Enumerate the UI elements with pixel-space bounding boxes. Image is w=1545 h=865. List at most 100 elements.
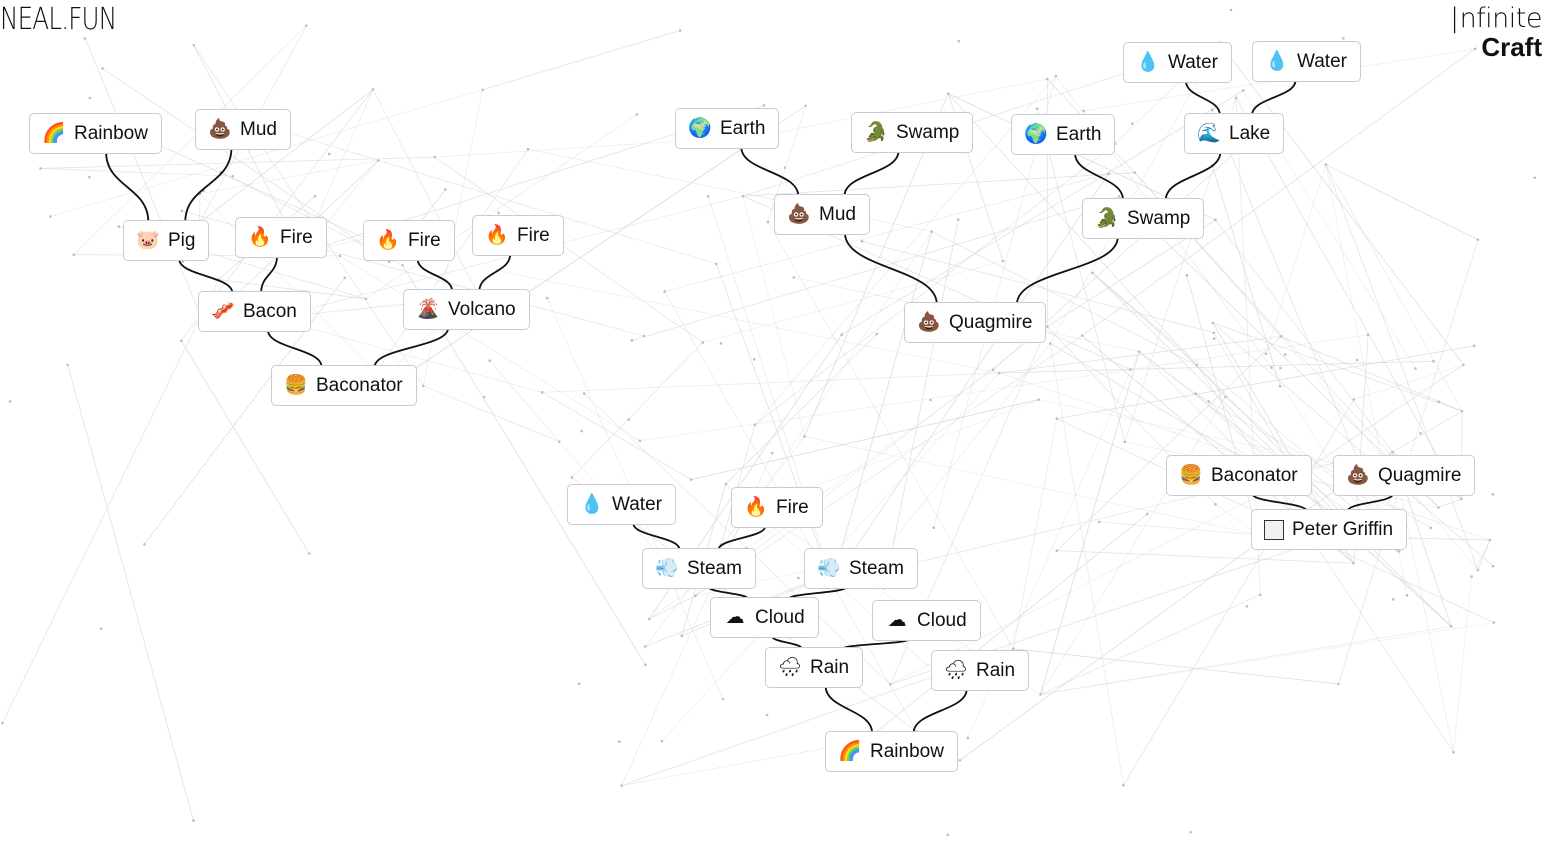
element-steam[interactable]: 💨 Steam xyxy=(804,548,918,589)
element-cloud[interactable]: ☁ Cloud xyxy=(872,600,981,641)
element-rainbow[interactable]: 🌈 Rainbow xyxy=(825,731,958,772)
web-line xyxy=(1296,364,1464,477)
web-node xyxy=(496,269,499,272)
web-node xyxy=(1279,335,1283,338)
element-rainbow[interactable]: 🌈 Rainbow xyxy=(29,113,162,154)
neal-fun-logo[interactable]: NEAL.FUN xyxy=(0,2,117,37)
web-line xyxy=(725,333,878,485)
element-pig[interactable]: 🐷 Pig xyxy=(123,220,210,261)
web-line xyxy=(715,263,833,583)
web-node xyxy=(860,240,864,243)
web-node xyxy=(1429,526,1433,530)
element-fire[interactable]: 🔥 Fire xyxy=(472,215,564,256)
web-node xyxy=(202,189,205,193)
web-line xyxy=(1215,219,1393,453)
element-lake[interactable]: 🌊 Lake xyxy=(1184,113,1285,154)
element-label: Water xyxy=(1297,50,1347,72)
web-line xyxy=(1471,539,1491,577)
web-line xyxy=(831,231,933,583)
web-node xyxy=(1337,682,1340,686)
element-cloud[interactable]: ☁ Cloud xyxy=(710,597,819,638)
element-label: Water xyxy=(612,493,662,515)
web-node xyxy=(526,147,530,151)
element-quagmire[interactable]: 💩 Quagmire xyxy=(1333,455,1476,496)
element-mud[interactable]: 💩 Mud xyxy=(195,109,291,150)
web-node xyxy=(1080,334,1084,337)
web-node xyxy=(1210,108,1214,112)
web-node xyxy=(545,296,549,300)
element-baconator[interactable]: 🍔 Baconator xyxy=(271,365,417,406)
element-rain[interactable]: 🌧 Rain xyxy=(931,650,1030,691)
web-node xyxy=(1185,273,1189,277)
web-node xyxy=(376,159,380,162)
infinite-craft-logo[interactable]: nfinite Craft xyxy=(1450,4,1543,61)
web-node xyxy=(1122,783,1125,787)
element-fire[interactable]: 🔥 Fire xyxy=(235,217,327,258)
element-fire[interactable]: 🔥 Fire xyxy=(363,220,455,261)
element-label: Water xyxy=(1168,51,1218,73)
element-rain[interactable]: 🌧 Rain xyxy=(765,647,864,688)
element-swamp[interactable]: 🐊 Swamp xyxy=(851,112,974,153)
web-node xyxy=(1035,107,1039,110)
element-earth[interactable]: 🌍 Earth xyxy=(1011,114,1116,155)
element-swamp[interactable]: 🐊 Swamp xyxy=(1082,198,1205,239)
web-node xyxy=(1098,520,1101,524)
web-line xyxy=(144,277,346,545)
web-node xyxy=(1001,259,1005,263)
rainbow-icon: 🌈 xyxy=(838,740,862,762)
web-line xyxy=(1392,451,1454,753)
web-node xyxy=(364,297,368,301)
web-node xyxy=(1283,353,1287,356)
web-line xyxy=(1325,164,1479,240)
element-steam[interactable]: 💨 Steam xyxy=(642,548,756,589)
web-line xyxy=(339,255,641,442)
web-node xyxy=(1195,363,1198,367)
element-label: Fire xyxy=(517,224,550,246)
element-label: Cloud xyxy=(917,609,967,631)
globe-icon: 🌍 xyxy=(1024,123,1048,145)
web-node xyxy=(797,576,800,580)
element-volcano[interactable]: 🌋 Volcano xyxy=(403,289,530,330)
web-node xyxy=(231,174,235,178)
web-line xyxy=(854,513,1148,750)
element-label: Quagmire xyxy=(949,311,1033,333)
web-node xyxy=(1414,367,1417,370)
web-node xyxy=(482,395,486,399)
web-node xyxy=(721,697,725,701)
element-water[interactable]: 💧 Water xyxy=(1123,42,1232,83)
web-line xyxy=(761,78,1048,137)
web-line xyxy=(434,156,704,343)
web-node xyxy=(753,423,757,427)
web-node xyxy=(630,339,634,342)
element-label: Steam xyxy=(687,557,742,579)
web-node xyxy=(958,758,962,762)
web-node xyxy=(217,278,221,281)
element-bacon[interactable]: 🥓 Bacon xyxy=(198,291,311,332)
web-line xyxy=(365,114,638,300)
web-node xyxy=(1054,74,1058,78)
element-quagmire[interactable]: 💩 Quagmire xyxy=(904,302,1047,343)
web-line xyxy=(1280,336,1463,412)
web-node xyxy=(1107,172,1110,176)
web-node xyxy=(570,476,574,479)
web-node xyxy=(642,334,646,338)
web-line xyxy=(1040,351,1140,695)
element-peter-griffin[interactable]: Peter Griffin xyxy=(1251,509,1408,550)
web-line xyxy=(1130,334,1369,370)
element-label: Rainbow xyxy=(870,740,944,762)
element-earth[interactable]: 🌍 Earth xyxy=(675,108,780,149)
cloud-icon: ☁ xyxy=(887,609,907,631)
element-water[interactable]: 💧 Water xyxy=(567,484,676,525)
web-node xyxy=(88,96,92,100)
web-node xyxy=(481,88,484,92)
element-fire[interactable]: 🔥 Fire xyxy=(731,487,823,528)
element-baconator[interactable]: 🍔 Baconator xyxy=(1166,455,1312,496)
web-node xyxy=(660,739,664,743)
web-node xyxy=(762,104,766,107)
element-water[interactable]: 💧 Water xyxy=(1252,41,1361,82)
web-node xyxy=(1366,333,1370,337)
web-node xyxy=(643,645,647,648)
element-mud[interactable]: 💩 Mud xyxy=(774,194,870,235)
web-line xyxy=(1453,576,1472,753)
web-node xyxy=(647,617,651,621)
